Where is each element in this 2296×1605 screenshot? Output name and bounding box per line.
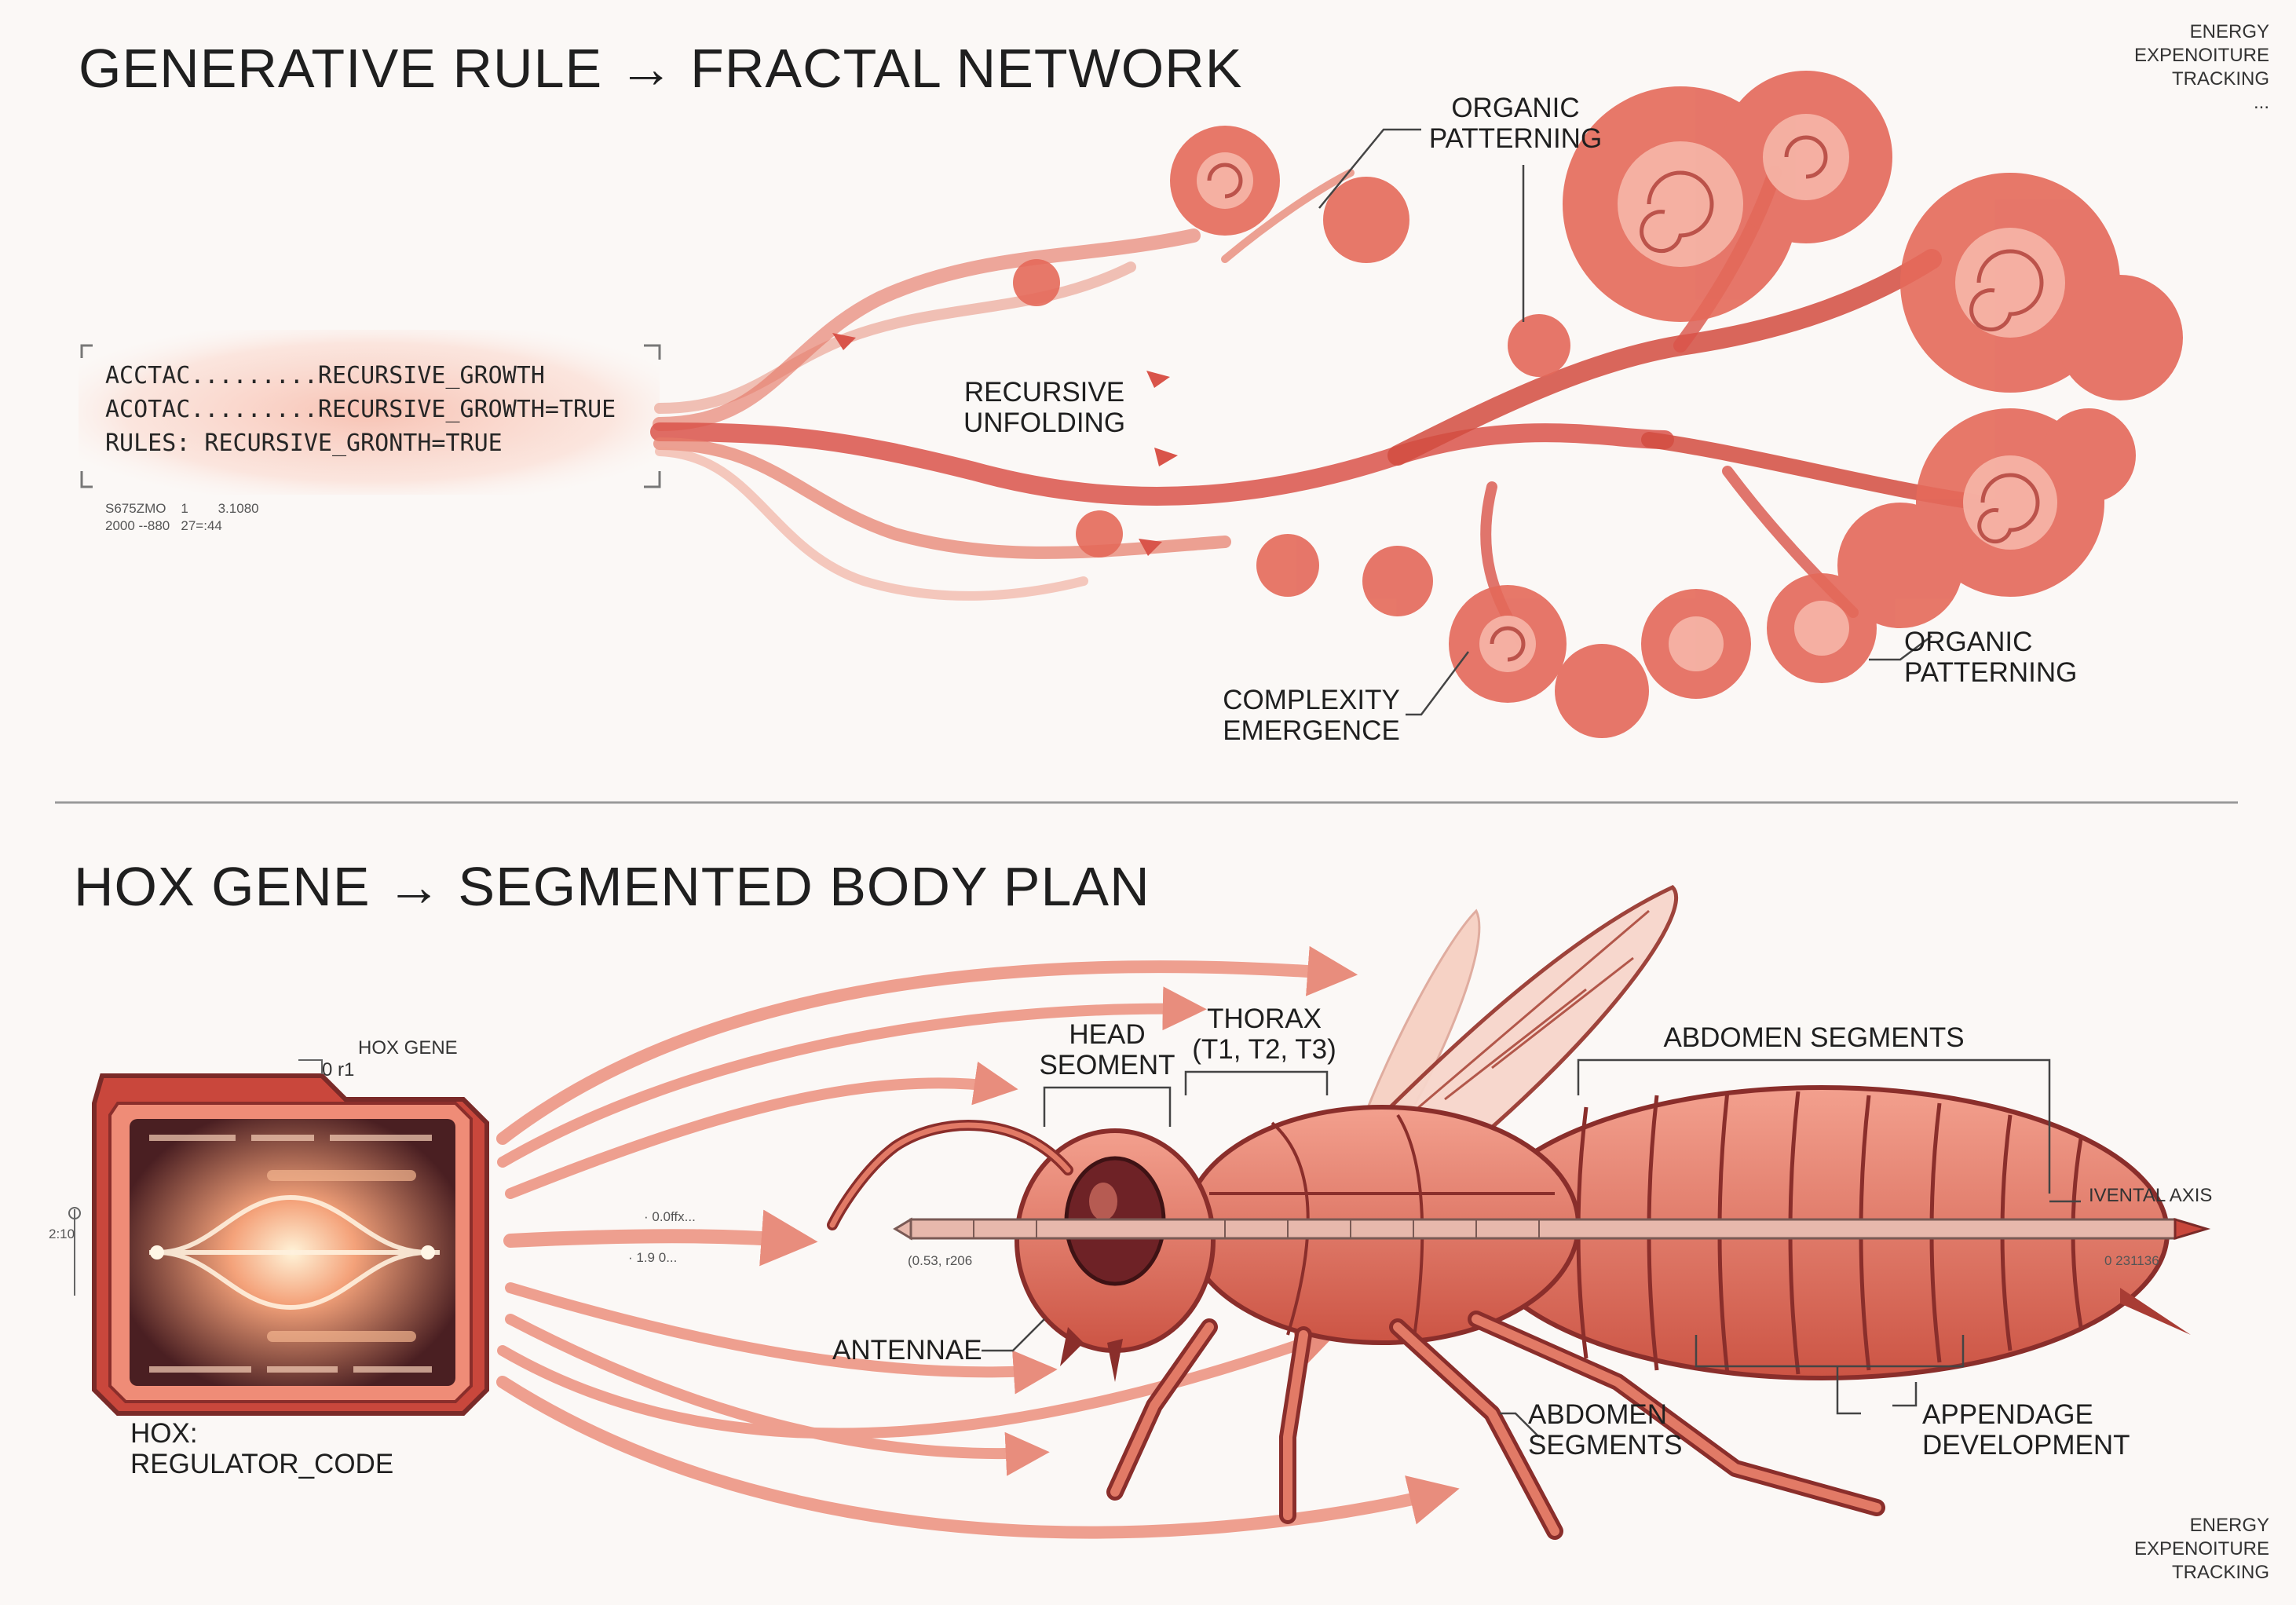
arrow-note: · 0.0ffx... (644, 1209, 696, 1224)
arrow-note: · 1.9 0... (628, 1250, 678, 1265)
top-panel-title: GENERATIVE RULE → FRACTAL NETWORK (79, 38, 1243, 99)
axis-left-value: (0.53, r206 (908, 1253, 973, 1268)
code-footer: 2000 --880 27=:44 (105, 518, 222, 533)
label-complexity-emergence: COMPLEXITY EMERGENCE (1223, 685, 1400, 747)
code-line: ACOTAC.........RECURSIVE_GROWTH=TRUE (105, 396, 616, 423)
label-organic-patterning-top: ORGANIC PATTERNING (1428, 93, 1603, 155)
hox-chip (68, 1059, 489, 1416)
label-abdomen-segments-bottom: ABDOMEN SEGMENTS (1528, 1399, 1683, 1461)
growth-strands (650, 166, 1987, 649)
chip-small-label: 0 r1 (322, 1059, 355, 1080)
chip-label-hox-gene: HOX GENE (358, 1037, 458, 1058)
energy-tracking-note-bottom: ENERGY EXPENOITURE TRACKING (2133, 1515, 2269, 1583)
label-organic-patterning-right: ORGANIC PATTERNING (1904, 627, 2078, 689)
label-thorax: THORAX (T1, T2, T3) (1192, 1004, 1336, 1066)
label-recursive-unfolding: RECURSIVE UNFOLDING (963, 377, 1126, 439)
label-abdomen-segments-top: ABDOMEN SEGMENTS (1663, 1022, 1965, 1053)
label-axis: IVENTAL AXIS (2089, 1185, 2213, 1206)
label-head-segment: HEAD SEOMENT (1039, 1019, 1175, 1081)
fractal-clusters (1013, 71, 2183, 738)
strand-arrowheads (832, 333, 1178, 556)
chip-side-label: 2:10 (49, 1227, 75, 1241)
insect-illustration (827, 884, 2211, 1540)
axis-right-value: 0 231136 (2104, 1253, 2159, 1268)
bottom-panel-title: HOX GENE → SEGMENTED BODY PLAN (74, 856, 1150, 917)
axis-rod (893, 1217, 2211, 1241)
top-leader-lines (1318, 128, 1932, 716)
code-footer: S675ZMO 1 3.1080 (105, 501, 259, 516)
label-antennae: ANTENNAE (832, 1335, 982, 1366)
code-block (79, 330, 661, 495)
label-appendage-development: APPENDAGE DEVELOPMENT (1922, 1399, 2130, 1461)
chip-caption: HOX: REGULATOR_CODE (130, 1418, 394, 1480)
code-line: RULES: RECURSIVE_GRONTH=TRUE (105, 430, 503, 457)
flow-arrows (496, 945, 1460, 1539)
bottom-leader-lines (982, 1058, 2081, 1438)
code-line: ACCTAC.........RECURSIVE_GROWTH (105, 362, 545, 389)
energy-tracking-note-top: ENERGY EXPENOITURE TRACKING ... (2133, 21, 2269, 113)
